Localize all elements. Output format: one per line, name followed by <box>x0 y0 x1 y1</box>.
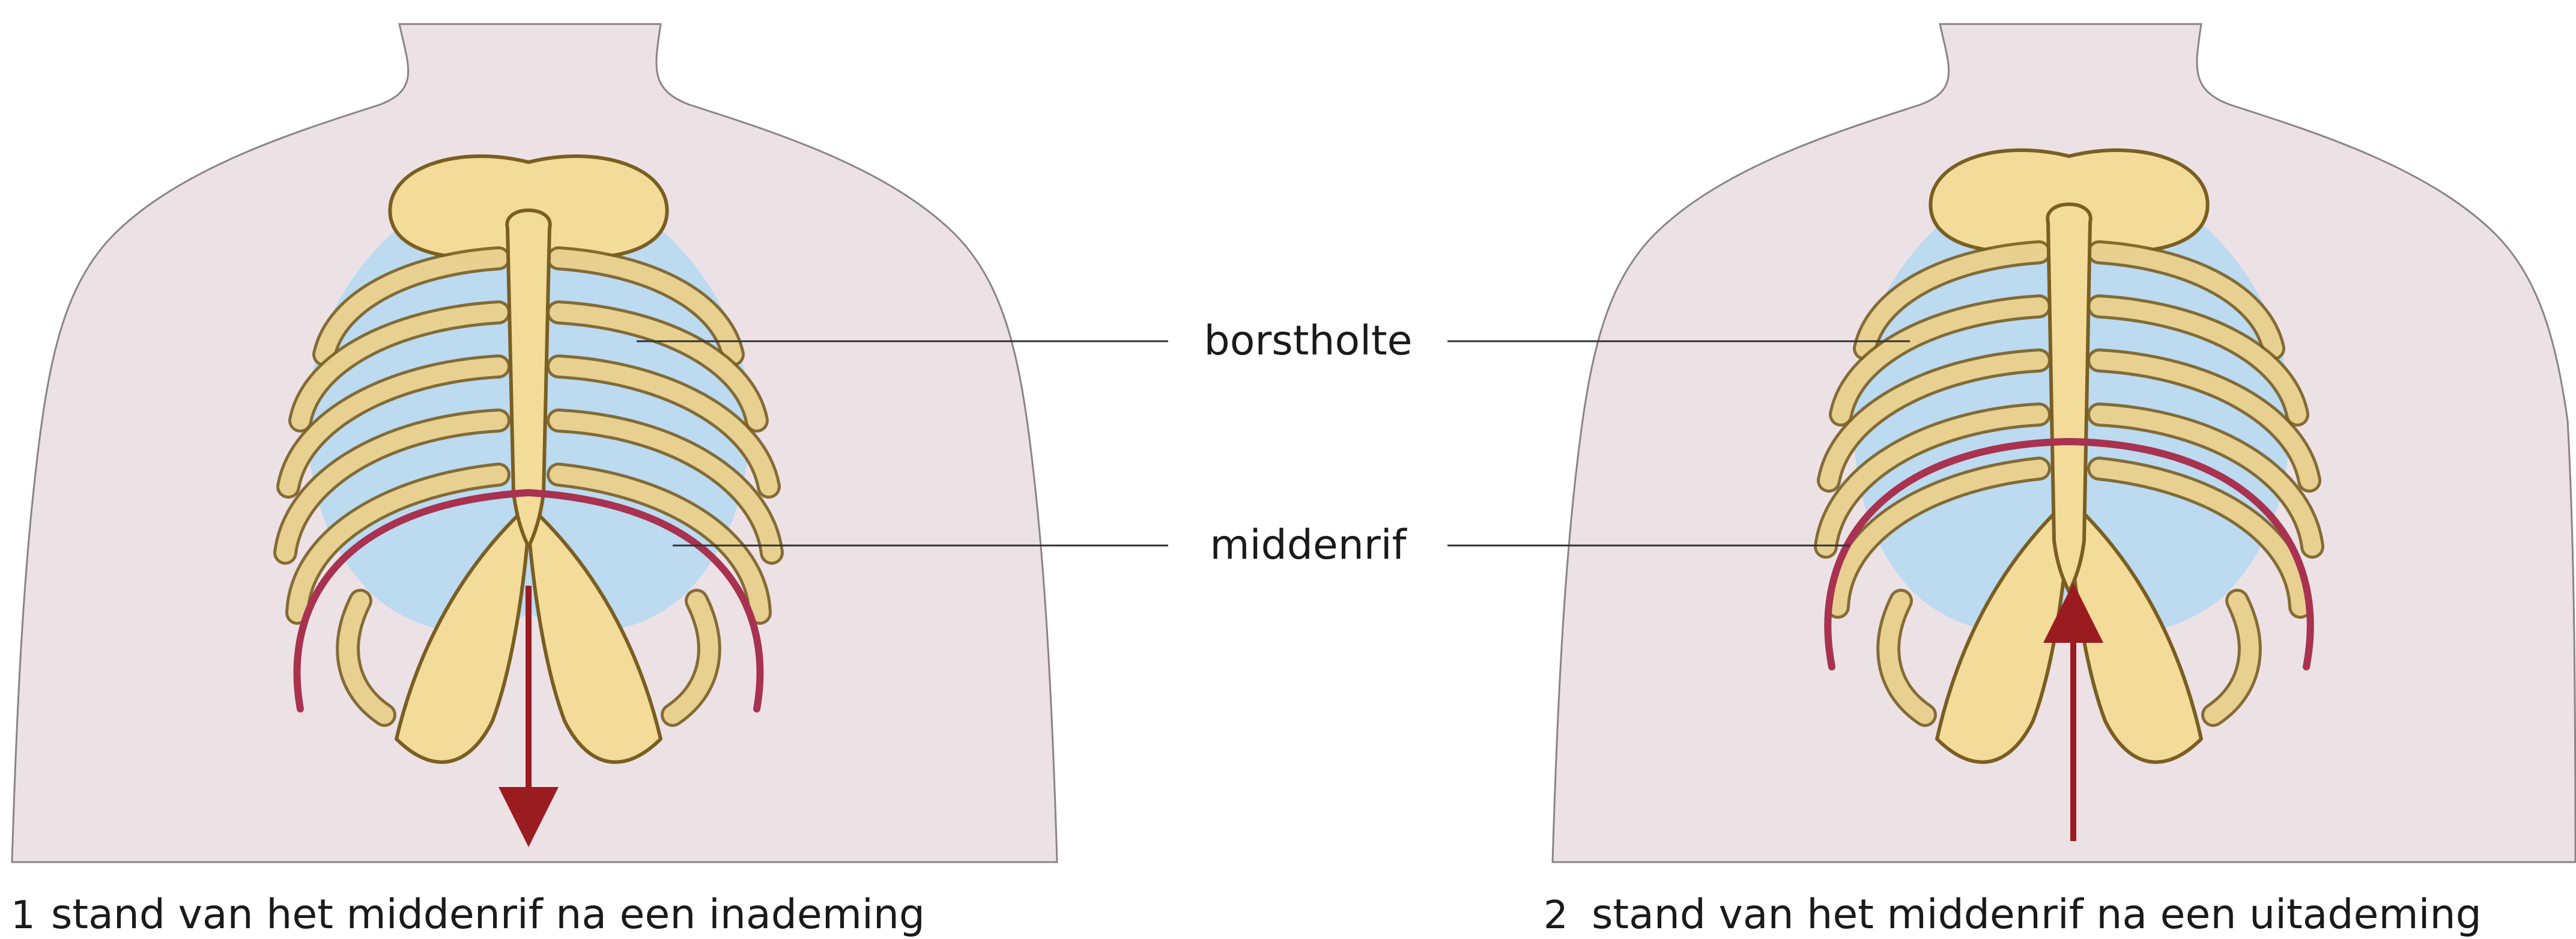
figure-inhalation <box>12 24 1057 862</box>
caption-2-number: 2 <box>1544 893 1568 938</box>
figure-exhalation <box>1553 24 2575 862</box>
captions: 1 stand van het middenrif na een inademi… <box>11 891 2482 938</box>
caption-1-text: stand van het middenrif na een inademing <box>51 891 925 938</box>
caption-1-number: 1 <box>11 893 35 938</box>
label-borstholte: borstholte <box>1204 317 1413 365</box>
caption-2-text: stand van het middenrif na een uitademin… <box>1592 891 2482 938</box>
label-middenrif: middenrif <box>1210 521 1407 569</box>
sternum <box>2047 204 2091 592</box>
